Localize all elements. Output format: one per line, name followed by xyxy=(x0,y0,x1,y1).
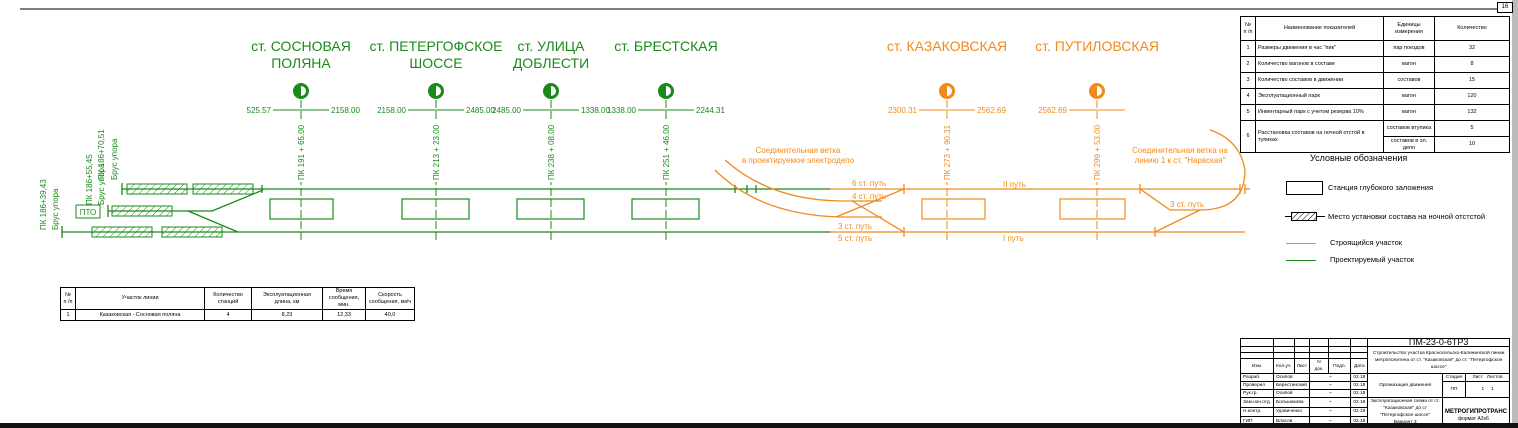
legend-item: Строящийся участок xyxy=(1330,238,1403,247)
night-stabling-places xyxy=(91,183,254,238)
station-boxes-green xyxy=(269,198,700,220)
station-3: ст. БРЕСТСКАЯ 1338.00 2244.31 ПК 251 + 46.0… xyxy=(607,38,725,240)
bottom-bar xyxy=(0,423,1518,428)
svg-text:Соединительная ветка: Соединительная ветка xyxy=(756,146,841,155)
station-icon-half xyxy=(301,86,306,96)
left-end-labels: ПК 186+39,43 Брус упора ПК 186+55,45 Бру… xyxy=(39,129,119,230)
legend-title: Условные обозначения xyxy=(1310,153,1408,163)
station-pk: ПК 251 + 46.00 xyxy=(662,124,671,180)
svg-text:II путь: II путь xyxy=(1003,180,1026,189)
left-distance: 2158.00 xyxy=(377,106,406,115)
legend-item: Проектируемый участок xyxy=(1330,255,1415,264)
right-distance: 2158.00 xyxy=(331,106,360,115)
svg-text:Брус упора: Брус упора xyxy=(51,188,60,230)
svg-text:6 ст. путь: 6 ст. путь xyxy=(852,179,886,188)
station-pk: ПК 273 + 90.31 xyxy=(943,124,952,180)
signature: ~ xyxy=(1309,373,1352,382)
station-name: ст. УЛИЦА xyxy=(517,38,585,54)
svg-text:3 ст. путь: 3 ст. путь xyxy=(838,222,872,231)
right-frame xyxy=(1512,0,1518,423)
svg-text:5 ст. путь: 5 ст. путь xyxy=(838,234,872,243)
station-icon-half xyxy=(947,86,952,96)
legend-stabling-symbol xyxy=(1291,212,1317,221)
left-distance: 2562.69 xyxy=(1038,106,1067,115)
right-distance: 2244.31 xyxy=(696,106,725,115)
legend-item: Место установки состава на ночной отстст… xyxy=(1328,212,1486,221)
format-label: формат А3х6 xyxy=(1458,416,1489,422)
station-name-line2: ПОЛЯНА xyxy=(271,55,331,71)
legend-deep-station-symbol xyxy=(1286,181,1323,195)
station-name: ст. ПЕТЕРГОФСКОЕ xyxy=(370,38,503,54)
svg-text:Соединительная ветка на: Соединительная ветка на xyxy=(1132,146,1228,155)
station-name-line2: ДОБЛЕСТИ xyxy=(513,55,589,71)
section-table: № п /п Участок линии Количество станций … xyxy=(60,287,415,321)
station-5: ст. ПУТИЛОВСКАЯ 2562.69 ПК 299 + 53.00 xyxy=(1035,38,1159,240)
svg-text:4 ст. путь: 4 ст. путь xyxy=(852,192,886,201)
station-4: ст. КАЗАКОВСКАЯ 2300.31 2562.69 ПК 273 + 90… xyxy=(887,38,1007,240)
station-icon-half xyxy=(666,86,671,96)
svg-text:3 ст. путь: 3 ст. путь xyxy=(1170,200,1204,209)
legend-green-line xyxy=(1286,260,1316,261)
svg-text:линию 1 к ст. "Нарвская": линию 1 к ст. "Нарвская" xyxy=(1135,156,1226,165)
right-distance: 1338.00 xyxy=(581,106,610,115)
station-name: ст. ПУТИЛОВСКАЯ xyxy=(1035,38,1159,54)
project-title: Строительство участка Красносельско-Кали… xyxy=(1367,346,1510,374)
station-pk: ПК 238 + 08.00 xyxy=(547,124,556,180)
svg-text:Брус упора: Брус упора xyxy=(97,163,106,205)
under-construction-tracks xyxy=(714,129,1250,237)
station-boxes-orange xyxy=(921,198,1126,220)
page-number: 16 xyxy=(1497,2,1513,13)
legend-orange-line xyxy=(1286,243,1316,244)
title-block: ПМ-23-0-6ТР3 Строительство участка Красн… xyxy=(1240,338,1511,427)
left-distance: 1338.00 xyxy=(607,106,636,115)
svg-text:ПК 186+39,43: ПК 186+39,43 xyxy=(39,179,48,230)
left-distance: 525.57 xyxy=(247,106,272,115)
station-name: ст. КАЗАКОВСКАЯ xyxy=(887,38,1007,54)
station-name: ст. СОСНОВАЯ xyxy=(251,38,351,54)
station-pk: ПК 191 + 65.00 xyxy=(297,124,306,180)
drawing-code: ПМ-23-0-6ТР3 xyxy=(1367,338,1510,347)
station-icon-half xyxy=(1097,86,1102,96)
left-distance: 2300.31 xyxy=(888,106,917,115)
station-pk: ПК 213 + 23.00 xyxy=(432,124,441,180)
station-name-line2: ШОССЕ xyxy=(409,55,462,71)
right-distance: 2562.69 xyxy=(977,106,1006,115)
pto-box xyxy=(75,204,101,219)
indicators-table: № п /п Наименование показателей Единицы … xyxy=(1240,16,1510,153)
svg-text:ПК 186+55,45: ПК 186+55,45 xyxy=(85,154,94,205)
station-icon-half xyxy=(436,86,441,96)
station-name: ст. БРЕСТСКАЯ xyxy=(614,38,717,54)
station-pk: ПК 299 + 53.00 xyxy=(1093,124,1102,180)
svg-text:в проектируемое электродепо: в проектируемое электродепо xyxy=(742,156,855,165)
track-labels: 6 ст. путь 4 ст. путь 3 ст. путь 5 ст. п… xyxy=(742,146,1228,243)
svg-text:I путь: I путь xyxy=(1003,234,1024,243)
left-distance: 2485.00 xyxy=(492,106,521,115)
right-distance: 2485.00 xyxy=(466,106,495,115)
pto-label: ПТО xyxy=(80,208,97,217)
svg-text:ПК 186+70,51: ПК 186+70,51 xyxy=(97,129,106,180)
station-icon-half xyxy=(551,86,556,96)
legend-item: Станция глубокого заложения xyxy=(1328,183,1434,192)
svg-text:Брус упора: Брус упора xyxy=(110,138,119,180)
